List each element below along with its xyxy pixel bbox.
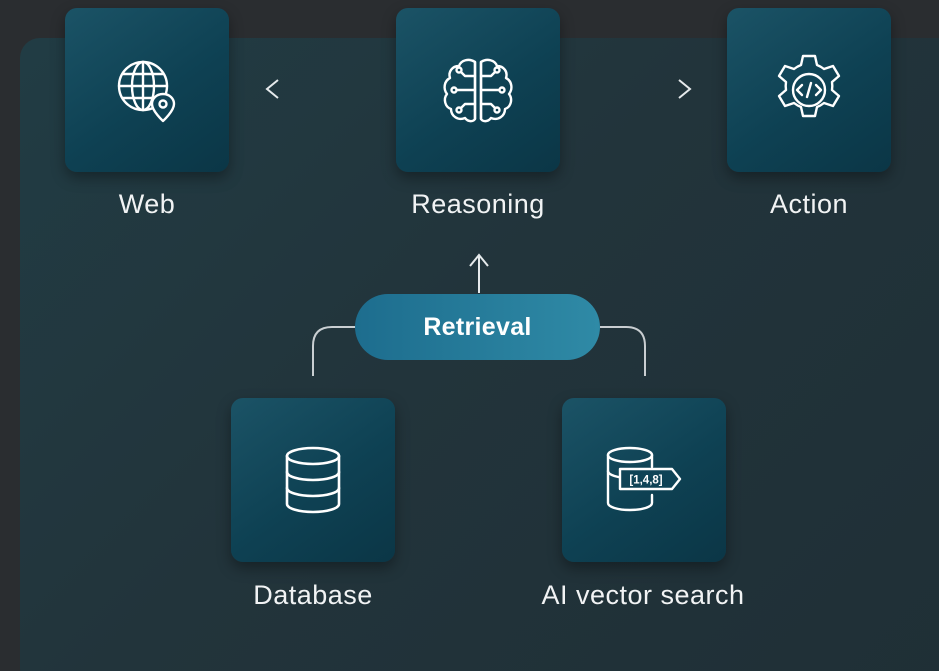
vector-search-node: [1,4,8] [562,398,726,562]
gear-code-icon [769,50,849,130]
vector-search-label: AI vector search [541,580,745,610]
database-node [231,398,395,562]
web-node [65,8,229,172]
vector-icon-text: [1,4,8] [629,475,662,487]
retrieval-label: Retrieval [423,312,532,341]
vector-database-icon: [1,4,8] [604,445,684,515]
web-label: Web [118,189,176,219]
reasoning-node [396,8,560,172]
reasoning-label: Reasoning [411,189,545,219]
database-label: Database [253,580,373,610]
action-label: Action [769,189,849,219]
database-icon [281,444,345,516]
globe-location-icon [111,54,183,126]
brain-circuit-icon [439,54,517,126]
action-node [727,8,891,172]
retrieval-pill: Retrieval [355,294,600,360]
